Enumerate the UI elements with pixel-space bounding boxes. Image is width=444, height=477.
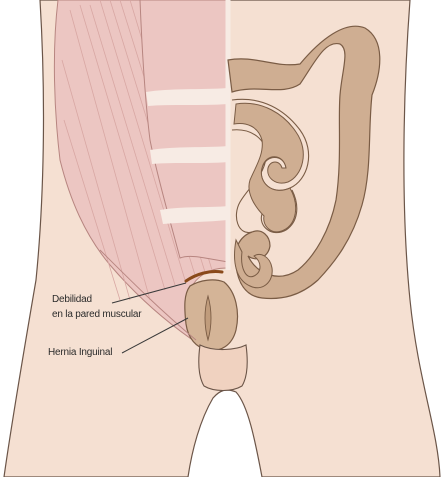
weakness-label-line2: en la pared muscular bbox=[52, 308, 141, 322]
groin-lower bbox=[199, 345, 247, 391]
hernia-label: Hernia Inguinal bbox=[48, 346, 112, 360]
weakness-label-line1: Debilidad bbox=[52, 293, 92, 307]
